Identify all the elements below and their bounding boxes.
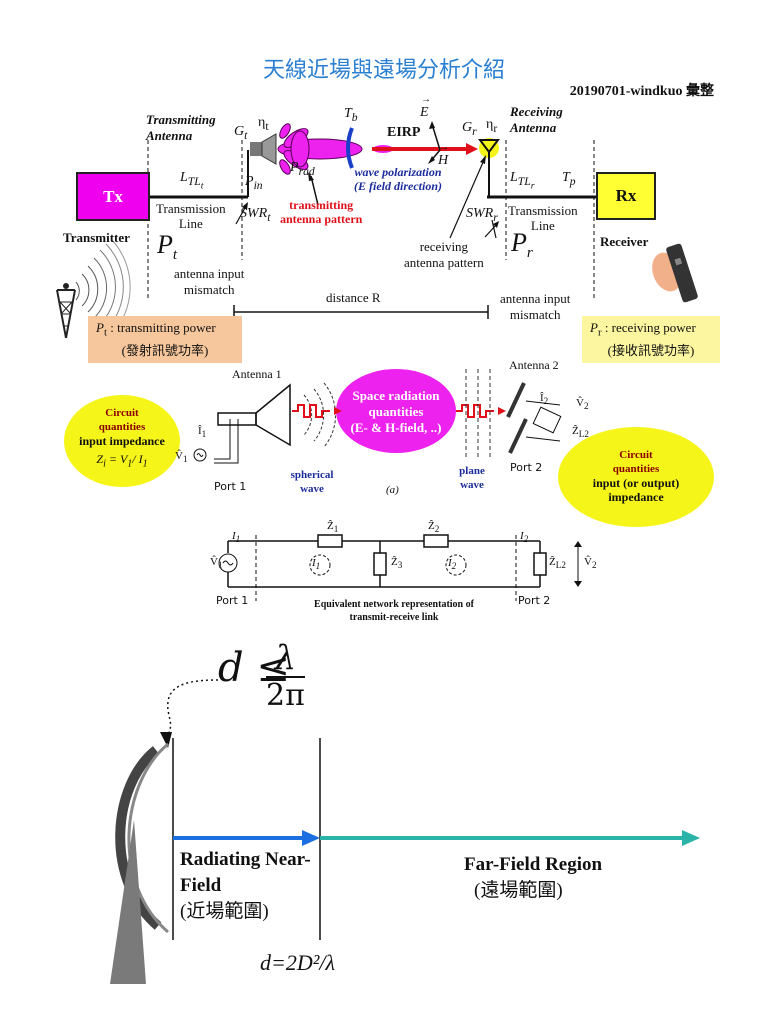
near-field-formula: d ≤ [218,645,290,691]
rx-box-label: Rx [615,186,637,205]
near-far-field-graphics [110,679,700,984]
swr-r-label: SWRr [466,206,498,224]
h-vector-label: →H [438,142,449,168]
eta-r-label: ηr [486,117,498,135]
swr-t-label: SWRt [240,206,271,224]
gain-t-label: Gt [234,124,248,142]
z3-label: Ẑ3 [391,556,403,571]
pt-symbol: Pt [157,230,178,264]
antenna-2-dipole-icon [506,382,562,454]
transmitter-label: Transmitter [63,230,130,245]
link-diagram-graphics [56,121,698,339]
page-title: 天線近場與遠場分析介紹 [262,58,505,83]
wave-polarization-label: wave polarization(E field direction) [354,165,442,193]
figure-a-label: (a) [386,484,399,496]
loop-i2-label: I2 [448,557,457,572]
v2-hat-label: V̂2 [576,397,589,412]
near-field-region-label: Radiating Near- Field (近場範圍) [180,849,311,922]
loop-i1-label: I1 [312,557,321,572]
receiving-power-box: Pr : receiving power (接收訊號功率) [582,316,720,363]
antenna-network-graphics [64,369,714,601]
mobile-phone-icon [652,243,698,303]
tb-label: Tb [344,106,358,124]
far-field-region-label: Far-Field Region (遠場範圍) [464,854,603,901]
near-field-fraction: λ 2π [266,638,305,713]
pin-label: Pin [245,174,263,192]
tx-box-label: Tx [103,186,123,206]
v1-hat-label: V̂1 [175,450,188,465]
far-field-formula: d=2D²/λ [260,950,335,975]
transmitting-power-box: Pt : transmitting power (發射訊號功率) [88,316,242,363]
z1-label: Ẑ1 [327,520,339,535]
ltl-t-label: LTLt [180,170,204,192]
antenna-1-horn-icon [193,383,291,464]
ltl-r-label: LTLr [510,170,535,192]
z2-label: Ẑ2 [428,520,440,535]
port-2-label: Port 2 [510,461,543,474]
network-v2-label: V̂2 [584,556,597,571]
prad-label: Prad [290,160,315,178]
network-i1-label: I1 [232,530,241,545]
pr-symbol: Pr [511,228,533,262]
eta-t-label: ηt [258,115,269,133]
distance-label: distance R [326,290,381,305]
antenna-2-label: Antenna 2 [509,358,559,372]
network-port-1-label: Port 1 [216,594,249,607]
network-i2-label: I2 [520,530,529,545]
tp-label: Tp [562,170,576,188]
receiver-label: Receiver [600,234,649,249]
i2-hat-label: Î2 [540,392,549,407]
port-1-label: Port 1 [214,480,247,493]
author-credit: 20190701-windkuo 彙整 [569,84,714,99]
antenna-1-label: Antenna 1 [232,367,282,381]
network-zl2-label: ẐL2 [549,556,566,571]
network-v1-label: V̂1 [210,556,223,571]
network-port-2-label: Port 2 [518,594,551,607]
radiation-pattern-icon [277,123,363,175]
dish-antenna-icon [110,742,169,984]
i1-hat-label: Î1 [198,425,207,440]
e-vector-label: →E [420,94,431,120]
zl2-label: ẐL2 [572,425,589,440]
horn-antenna-icon [247,133,277,197]
gain-r-label: Gr [462,120,477,138]
eirp-label: EIRP [387,125,421,140]
